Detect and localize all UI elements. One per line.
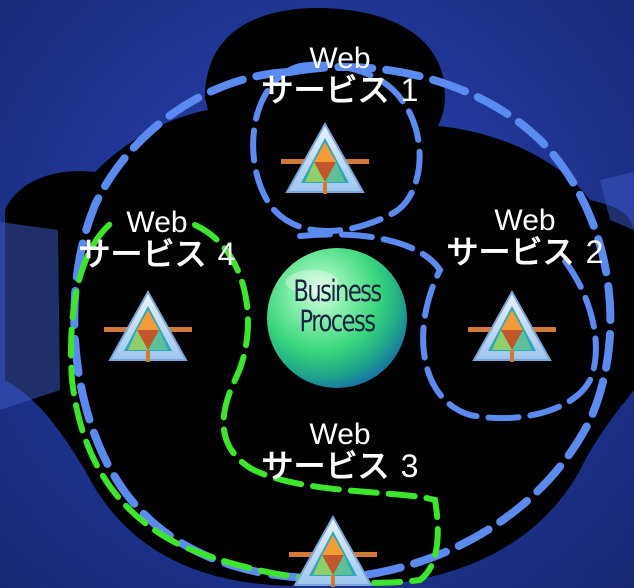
service2-blue-dashed-loop — [297, 231, 599, 421]
service2-jp: サービス — [446, 233, 586, 271]
service1-jp: サービス — [261, 71, 401, 109]
service4-web: Web — [126, 206, 188, 239]
center-line1: Business — [293, 274, 382, 308]
business-process-label: Business Process — [279, 276, 396, 337]
service2-label: Web サービス 2 — [440, 204, 610, 271]
service3-label: Web サービス 3 — [250, 418, 430, 485]
service1-num: 1 — [400, 72, 419, 108]
service3-jp: サービス — [261, 447, 401, 485]
service1-blue-dashed-loop — [250, 61, 423, 235]
right-edge-shape — [600, 172, 634, 230]
service2-web: Web — [494, 204, 556, 237]
service1-label: Web サービス 1 — [250, 42, 430, 109]
service4-num: 4 — [217, 236, 236, 272]
business-process-sphere — [267, 248, 407, 388]
center-line2: Process — [299, 304, 376, 339]
service1-web: Web — [309, 42, 371, 75]
green-dashed-loop — [68, 217, 441, 586]
service2-num: 2 — [585, 234, 604, 270]
service3-web: Web — [309, 418, 371, 451]
service3-num: 3 — [400, 448, 419, 484]
service4-label: Web サービス 4 — [72, 206, 242, 273]
left-edge-shape — [0, 222, 60, 410]
service4-jp: サービス — [78, 235, 218, 273]
